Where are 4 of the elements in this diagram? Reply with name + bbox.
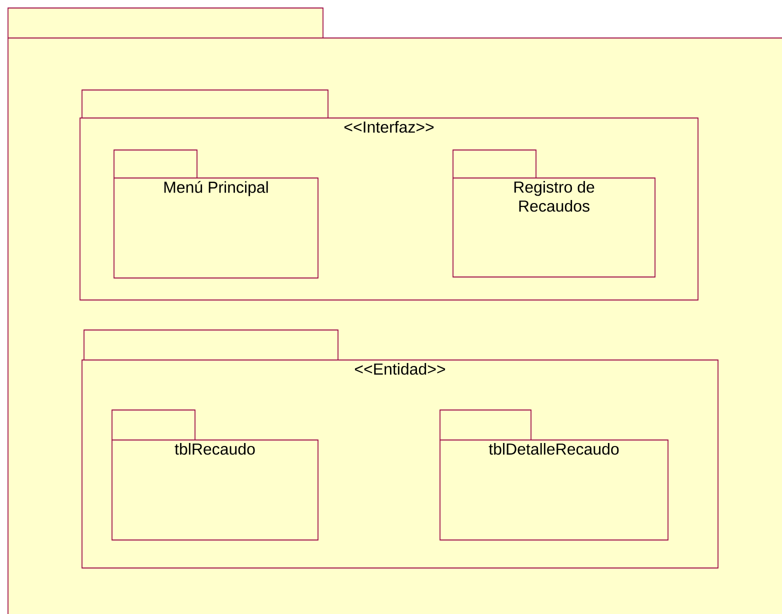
- package-box: tblRecaudo: [112, 410, 318, 540]
- package-box: Registro de Recaudos: [452, 150, 656, 278]
- package-box: tblDetalleRecaudo: [440, 410, 668, 540]
- package-box: Menú Principal: [114, 150, 318, 278]
